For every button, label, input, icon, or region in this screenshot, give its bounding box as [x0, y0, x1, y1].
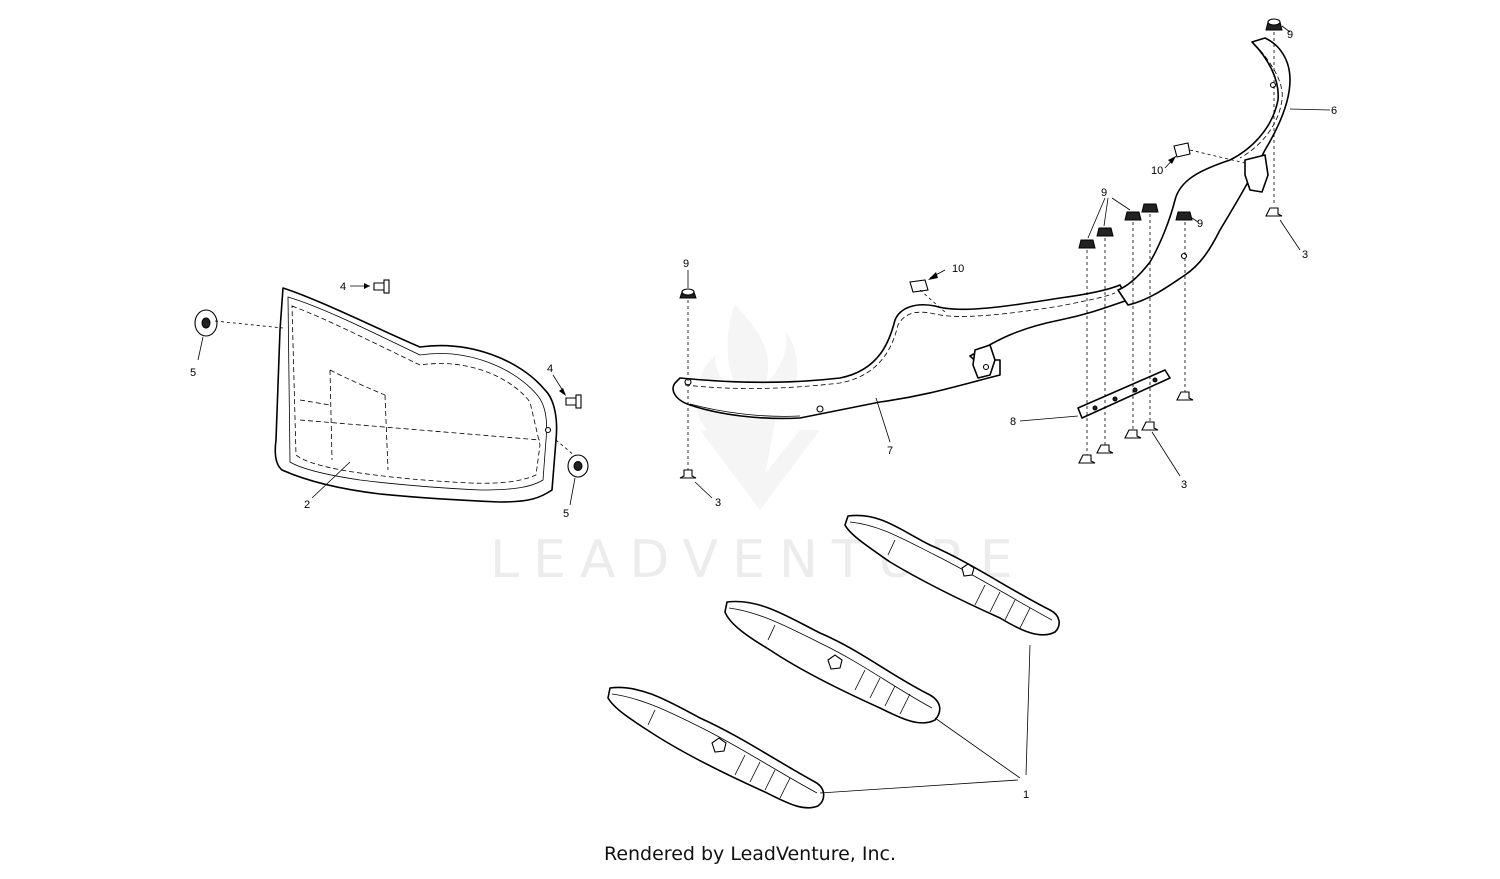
callout-3-right-top: 3 — [1302, 249, 1308, 261]
main-baffle — [672, 284, 1129, 443]
washer-left — [194, 309, 284, 361]
nut-right — [1175, 211, 1199, 392]
callout-9-left: 9 — [683, 258, 689, 270]
callout-8: 8 — [1010, 416, 1016, 428]
callout-3-right-bottom: 3 — [1181, 479, 1187, 491]
clip-left — [909, 269, 946, 313]
callout-9-top: 9 — [1287, 29, 1293, 41]
mounting-plate — [1019, 369, 1171, 422]
cover-leader — [311, 461, 351, 499]
callout-9-cluster: 9 — [1101, 187, 1107, 199]
callout-3-lower-left: 3 — [715, 497, 721, 509]
right-baffle — [1117, 37, 1331, 306]
blade-middle — [724, 600, 941, 724]
callout-9-right: 9 — [1197, 218, 1203, 230]
callout-6: 6 — [1331, 105, 1337, 117]
bolt-right-bottom — [1078, 391, 1194, 477]
callout-7: 7 — [887, 445, 893, 457]
callout-4-right: 4 — [547, 363, 553, 375]
blade-leaders — [819, 644, 1031, 794]
nut-left — [679, 270, 697, 472]
callout-10-right: 10 — [1151, 165, 1163, 177]
screw-top — [350, 279, 390, 294]
washer-right — [555, 439, 589, 506]
footer-credit: Rendered by LeadVenture, Inc. — [603, 843, 897, 865]
callout-5-left: 5 — [190, 367, 196, 379]
bolt-lower-left — [679, 469, 713, 499]
callout-1: 1 — [1023, 789, 1029, 801]
bolt-right-top — [1265, 207, 1301, 251]
screw-right — [552, 374, 582, 409]
blade-top — [844, 514, 1060, 636]
discharge-cover — [274, 287, 558, 503]
callout-10-left: 10 — [952, 263, 964, 275]
clip-right — [1164, 142, 1246, 169]
nut-cluster — [1078, 197, 1159, 458]
callout-4-top: 4 — [340, 281, 346, 293]
callout-2: 2 — [304, 499, 310, 511]
blade-bottom — [607, 686, 825, 809]
callout-5-right: 5 — [563, 508, 569, 520]
nut-top — [1265, 18, 1291, 205]
